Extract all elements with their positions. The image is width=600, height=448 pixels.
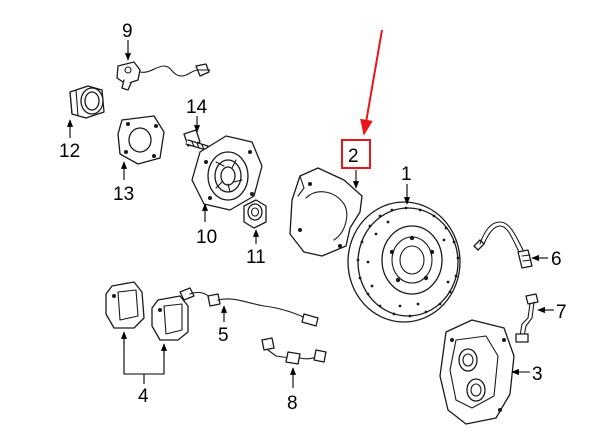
callout-5: 5: [218, 305, 229, 346]
abs-sensor-part[interactable]: [116, 61, 211, 91]
callout-7: 7: [537, 302, 567, 323]
brake-line-part[interactable]: [515, 293, 539, 343]
callout-4: 4: [120, 331, 168, 407]
label-14: 14: [186, 97, 208, 118]
callout-12: 12: [59, 119, 80, 162]
bolt-part[interactable]: [183, 129, 209, 151]
wear-sensor-rear-part[interactable]: [261, 337, 327, 365]
backing-plate-part[interactable]: [117, 115, 165, 165]
brake-rotor-part[interactable]: [347, 201, 461, 323]
callout-10: 10: [196, 203, 217, 248]
callout-11: 11: [246, 229, 266, 268]
label-8: 8: [287, 393, 298, 414]
brake-caliper-part[interactable]: [439, 319, 515, 425]
label-1: 1: [401, 164, 412, 185]
label-13: 13: [113, 184, 134, 205]
callout-13: 13: [113, 161, 134, 205]
label-7: 7: [556, 302, 567, 323]
callout-1: 1: [401, 164, 412, 205]
label-6: 6: [551, 249, 562, 270]
label-10: 10: [196, 227, 217, 248]
splash-shield-part[interactable]: [289, 167, 363, 257]
callout-6: 6: [531, 249, 562, 270]
label-12: 12: [59, 141, 80, 162]
callout-2: 2: [341, 29, 383, 189]
highlight-box: [341, 139, 371, 169]
wheel-bearing-part[interactable]: [69, 85, 105, 119]
brake-pads-part[interactable]: [105, 281, 189, 341]
wheel-hub-part[interactable]: [191, 135, 263, 211]
label-2: 2: [348, 146, 359, 167]
label-3: 3: [532, 364, 543, 385]
label-5: 5: [218, 325, 229, 346]
label-4: 4: [138, 386, 149, 407]
callout-9: 9: [122, 21, 133, 61]
red-indicator-arrow: [360, 29, 383, 136]
label-9: 9: [122, 21, 133, 42]
label-11: 11: [246, 247, 266, 268]
callout-8: 8: [287, 367, 298, 414]
brake-hose-part[interactable]: [473, 221, 533, 269]
rotor-drill-holes: [356, 206, 460, 318]
pad-wear-sensor-part[interactable]: [179, 287, 319, 327]
callout-3: 3: [511, 364, 543, 385]
axle-nut-part[interactable]: [243, 199, 267, 229]
callout-14: 14: [186, 97, 208, 133]
